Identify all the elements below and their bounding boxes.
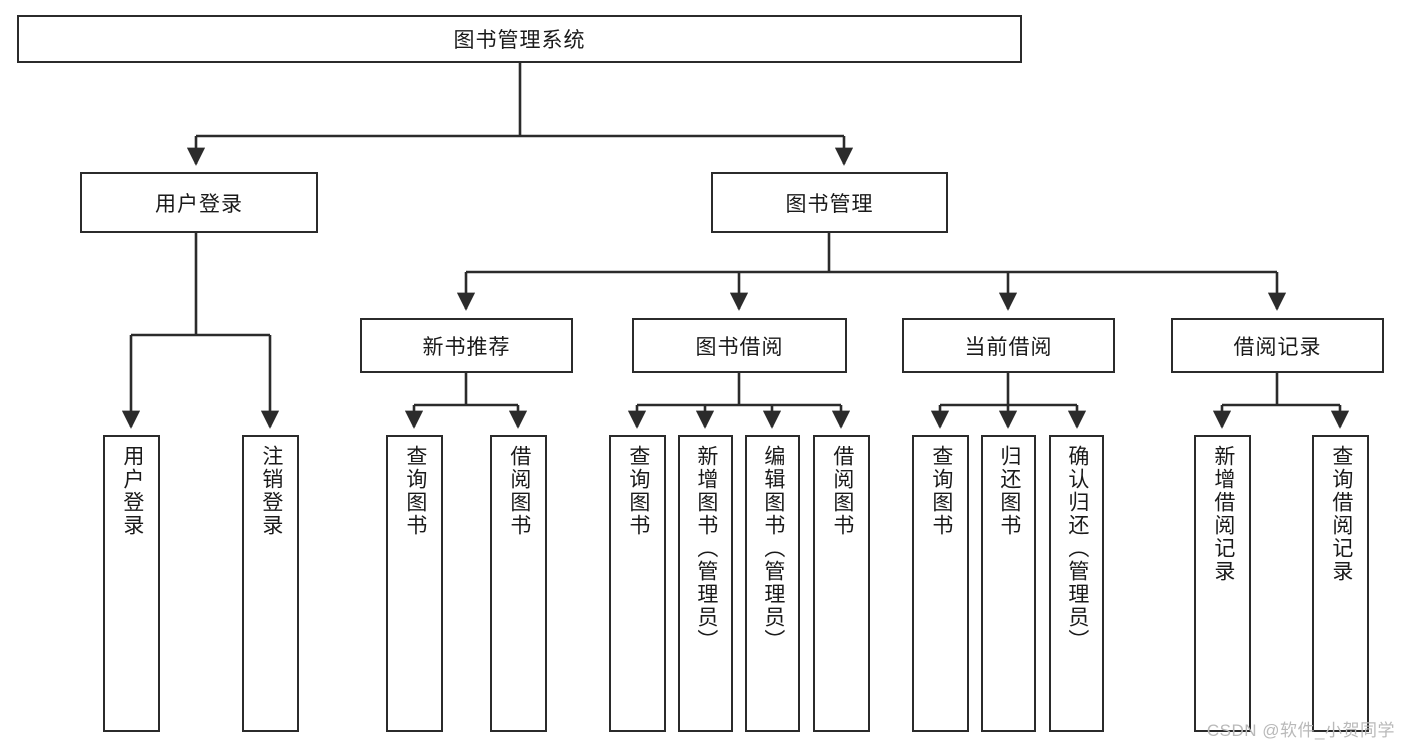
leaf-label: 用户登录 xyxy=(120,445,144,537)
node-borrow-record-label: 借阅记录 xyxy=(1233,335,1322,359)
leaf-book-borrow-edit-book-admin[interactable]: 编辑图书（管理员） xyxy=(745,435,800,732)
node-book-borrow-label: 图书借阅 xyxy=(695,335,784,359)
leaf-label: 查询图书 xyxy=(403,445,427,537)
leaf-label: 新增借阅记录 xyxy=(1211,445,1235,583)
leaf-label: 新增图书（管理员） xyxy=(694,445,718,652)
leaf-label: 查询图书 xyxy=(929,445,953,537)
node-user-login-label: 用户登录 xyxy=(155,192,243,216)
node-book-borrow[interactable]: 图书借阅 xyxy=(632,318,847,373)
leaf-current-borrow-return-book[interactable]: 归还图书 xyxy=(981,435,1036,732)
node-current-borrow[interactable]: 当前借阅 xyxy=(902,318,1115,373)
leaf-user-login-login[interactable]: 用户登录 xyxy=(103,435,160,732)
node-user-login[interactable]: 用户登录 xyxy=(80,172,318,233)
leaf-label: 借阅图书 xyxy=(830,445,854,537)
leaf-new-book-borrow-book[interactable]: 借阅图书 xyxy=(490,435,547,732)
leaf-book-borrow-borrow-book[interactable]: 借阅图书 xyxy=(813,435,870,732)
leaf-label: 编辑图书（管理员） xyxy=(761,445,785,652)
node-borrow-record[interactable]: 借阅记录 xyxy=(1171,318,1384,373)
leaf-label: 归还图书 xyxy=(997,445,1021,537)
watermark: CSDN @软件_小贺同学 xyxy=(1206,721,1395,740)
leaf-user-login-logout[interactable]: 注销登录 xyxy=(242,435,299,732)
leaf-label: 借阅图书 xyxy=(507,445,531,537)
leaf-label: 确认归还（管理员） xyxy=(1065,445,1089,652)
node-root-label: 图书管理系统 xyxy=(453,29,586,52)
node-root[interactable]: 图书管理系统 xyxy=(17,15,1022,63)
leaf-borrow-record-query-record[interactable]: 查询借阅记录 xyxy=(1312,435,1369,732)
leaf-label: 注销登录 xyxy=(259,445,283,537)
node-new-book-recommend-label: 新书推荐 xyxy=(422,335,511,359)
leaf-book-borrow-query-book[interactable]: 查询图书 xyxy=(609,435,666,732)
leaf-current-borrow-query-book[interactable]: 查询图书 xyxy=(912,435,969,732)
node-book-management-label: 图书管理 xyxy=(785,192,874,216)
leaf-borrow-record-add-record[interactable]: 新增借阅记录 xyxy=(1194,435,1251,732)
leaf-current-borrow-confirm-return-admin[interactable]: 确认归还（管理员） xyxy=(1049,435,1104,732)
leaf-new-book-query-book[interactable]: 查询图书 xyxy=(386,435,443,732)
leaf-label: 查询借阅记录 xyxy=(1329,445,1353,583)
node-current-borrow-label: 当前借阅 xyxy=(964,335,1053,359)
leaf-book-borrow-add-book-admin[interactable]: 新增图书（管理员） xyxy=(678,435,733,732)
node-book-management[interactable]: 图书管理 xyxy=(711,172,948,233)
leaf-label: 查询图书 xyxy=(626,445,650,537)
node-new-book-recommend[interactable]: 新书推荐 xyxy=(360,318,573,373)
